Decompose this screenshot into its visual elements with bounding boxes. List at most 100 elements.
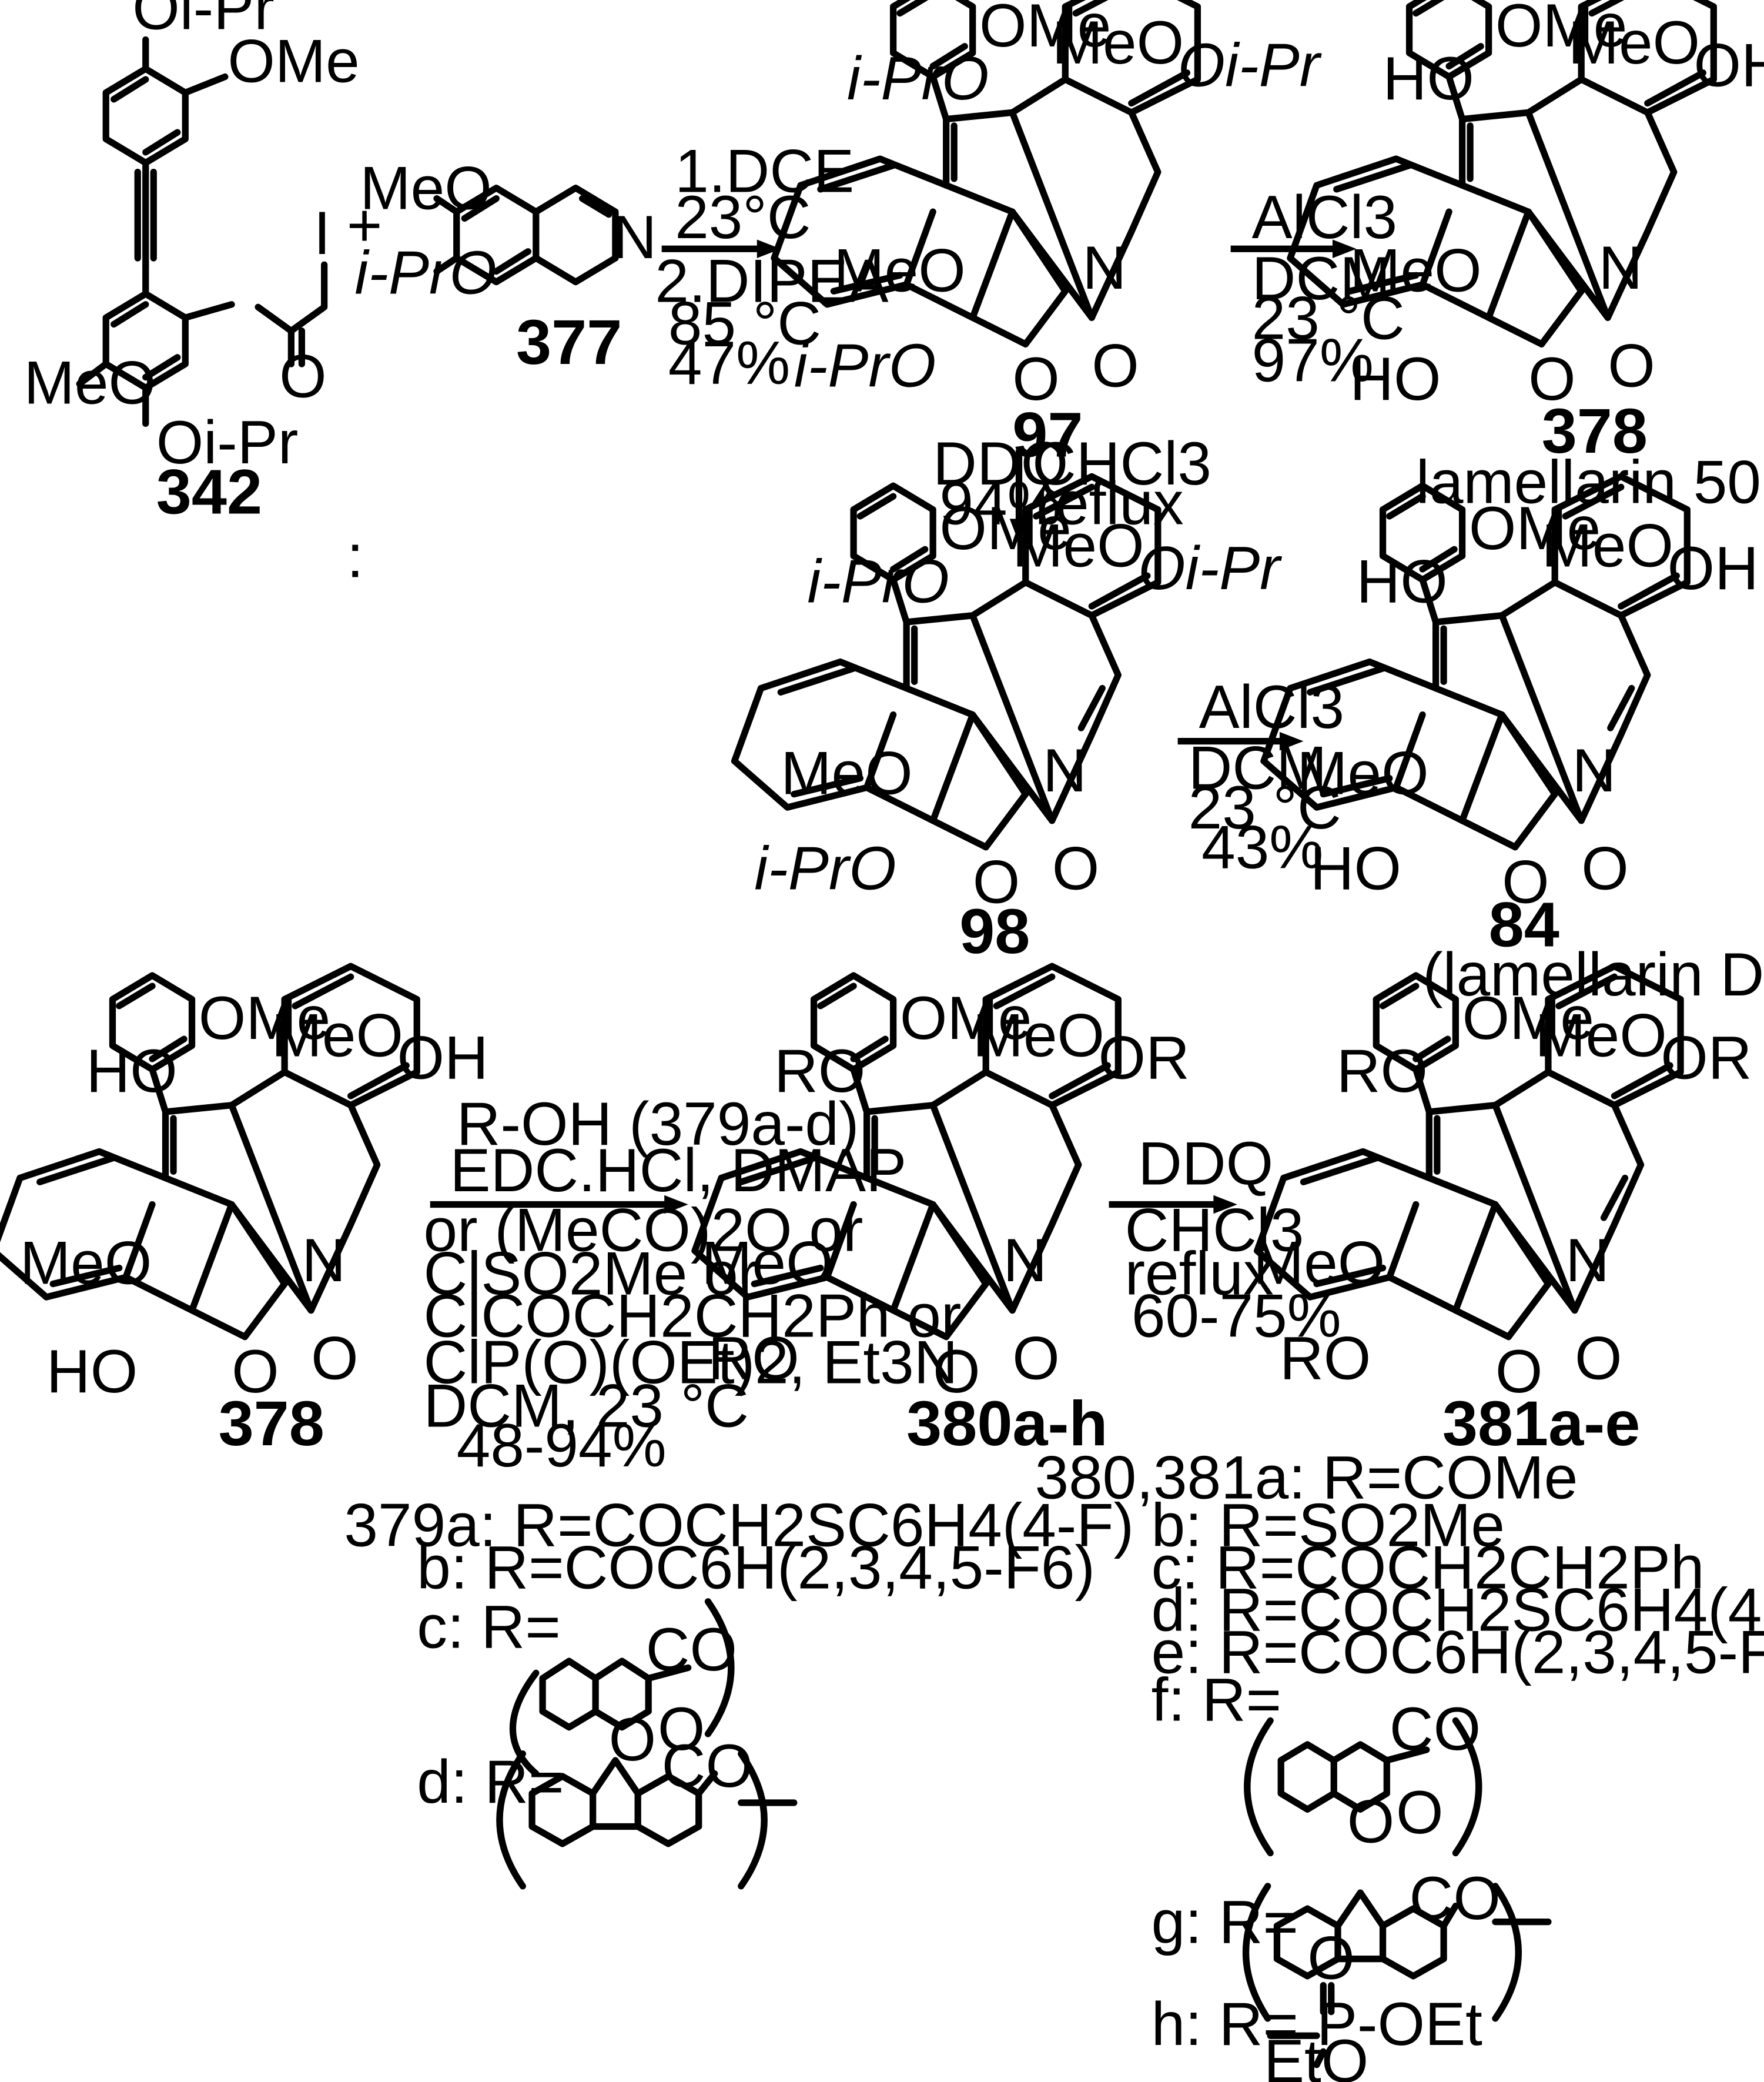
98-ring-o: O	[973, 847, 1020, 915]
97-label: 97	[1012, 399, 1083, 470]
legend380-f-co: CO	[1390, 1695, 1481, 1763]
r2-line1: AlCl3	[1252, 183, 1397, 251]
97-oipr: Oi-Pr	[1178, 31, 1322, 99]
legend380-phosphate-fragment: O P-OEt EtO	[1264, 1923, 1482, 2082]
381-label: 381a-e	[1442, 1388, 1640, 1459]
legend379-coumarin-fragment: CO O O	[509, 1598, 737, 1777]
342-bottom-oipr: Oi-Pr	[156, 408, 299, 476]
legend380-c: c: R=COCH2CH2Ph	[1152, 1533, 1705, 1601]
380-ring-o: O	[933, 1337, 980, 1405]
378-meo-left: MeO	[1350, 236, 1481, 304]
legend379-d: d: R=	[417, 1747, 564, 1816]
84-ring-o: O	[1502, 847, 1549, 915]
377-meo: MeO	[360, 154, 491, 222]
legend380-e: e: R=COC6H(2,3,4,5-F6)	[1152, 1618, 1764, 1686]
98-carbonyl-o: O	[1052, 834, 1100, 903]
380-ome: OMe	[900, 984, 1032, 1052]
r6-line1: DDQ	[1138, 1129, 1273, 1198]
r6-line3: reflux	[1125, 1239, 1274, 1308]
378b-ho-top: HO	[86, 1037, 177, 1105]
legend380-f: f: R=	[1152, 1665, 1282, 1733]
377-label: 377	[516, 306, 622, 377]
378-ho-top: HO	[1383, 44, 1474, 112]
legend379-a: 379a: R=COCH2SC6H4(4-F)	[344, 1491, 1134, 1559]
342-top-oipr: Oi-Pr	[132, 0, 275, 42]
378b-ome: OMe	[199, 984, 330, 1052]
97-meo-left: MeO	[834, 236, 965, 304]
380-meo-left: MeO	[701, 1229, 833, 1297]
378-carbonyl-o: O	[1608, 331, 1655, 399]
legend379-c: c: R=	[417, 1593, 561, 1661]
legend380-d: d: R=COCH2SC6H4(4-F)	[1152, 1575, 1764, 1643]
84-n: N	[1572, 736, 1616, 804]
84-oh: OH	[1668, 534, 1759, 602]
380-carbonyl-o: O	[1012, 1324, 1060, 1392]
stray-colon: :	[347, 522, 364, 590]
97-ipro-top: i-PrO	[847, 44, 989, 112]
r5-line6: ClP(O)(OEt)2, Et3N	[423, 1328, 958, 1396]
98-meo-top: MeO	[1012, 511, 1144, 579]
legend380-h-p: P-OEt	[1317, 1990, 1482, 2058]
plus-sign: +	[347, 191, 382, 259]
84-meo-left: MeO	[1297, 739, 1428, 807]
r4-line1: AlCl3	[1199, 673, 1344, 741]
97-ipro-bottom: i-PrO	[794, 331, 936, 399]
98-meo-left: MeO	[781, 739, 912, 807]
legend380-g-co: CO	[1410, 1864, 1501, 1932]
378b-ho-bottom: HO	[46, 1337, 138, 1405]
compound-98: i-PrO OMe MeO Oi-Pr MeO i-PrO N O O 98	[735, 476, 1282, 967]
98-ipro-top: i-PrO	[807, 547, 949, 615]
legend380-f-o1: O	[1347, 1787, 1395, 1856]
380-ro-top: RO	[774, 1037, 865, 1105]
342-meo: MeO	[24, 349, 156, 417]
97-ome: OMe	[979, 0, 1111, 59]
342-ome: OMe	[227, 27, 359, 95]
97-meo-top: MeO	[1052, 8, 1184, 76]
378b-meo-top: MeO	[272, 1001, 403, 1069]
342-label: 342	[156, 456, 262, 527]
84-ho-top: HO	[1357, 547, 1448, 615]
377-n: N	[612, 203, 657, 271]
r1-line4: 85 °C	[668, 289, 821, 357]
381-meo-top: MeO	[1535, 1001, 1666, 1069]
378-oh: OH	[1694, 31, 1764, 99]
r3-line1: DDQ	[933, 429, 1068, 497]
legend379-fluorene-fragment: CO	[496, 1732, 798, 1890]
r4-line2: DCM	[1189, 734, 1327, 802]
97-ring-o: O	[1012, 345, 1060, 413]
378-ring-o: O	[1528, 345, 1576, 413]
arrow-r4: AlCl3 DCM 23 °C 43%	[1177, 673, 1344, 881]
r5-line7: DCM, 23 °C	[423, 1372, 748, 1440]
compound-377: MeO i-PrO N 377	[354, 154, 657, 377]
compound-342: Oi-Pr OMe MeO Oi-Pr I O 342	[24, 0, 360, 527]
98-oipr: Oi-Pr	[1138, 534, 1282, 602]
380-meo-top: MeO	[973, 1001, 1104, 1069]
98-n: N	[1043, 736, 1087, 804]
380-label: 380a-h	[906, 1388, 1107, 1459]
legend380-h-eto: EtO	[1264, 2027, 1368, 2082]
r3-line2: CHCl3	[1032, 429, 1211, 497]
84-ome: OMe	[1469, 494, 1601, 562]
compound-84: HO OMe MeO OH MeO HO N O O 84 (lamellari…	[1264, 476, 1764, 1008]
380-or: OR	[1099, 1024, 1190, 1092]
378-ome: OMe	[1495, 0, 1627, 59]
378b-meo-left: MeO	[20, 1229, 152, 1297]
legend380-b: b: R=SO2Me	[1152, 1491, 1505, 1559]
r5-line2: EDC.HCl, DMAP	[450, 1136, 907, 1204]
legend380-fluorene-fragment: CO	[1242, 1864, 1552, 2022]
97-n: N	[1083, 233, 1127, 302]
378-n: N	[1598, 233, 1642, 302]
legend380-coumarin-fragment: CO O O	[1244, 1695, 1482, 1857]
compound-380: RO OMe MeO OR MeO RO N O O 380a-h	[695, 966, 1190, 1459]
legend379-c-o2: O	[658, 1695, 705, 1763]
380-ro-bottom: RO	[708, 1324, 799, 1392]
r5-line3: or (MeCO)2O or	[423, 1195, 863, 1264]
r1-line5: 47%	[668, 329, 790, 397]
342-iodo: I	[314, 199, 331, 267]
342-carbonyl-o: O	[279, 342, 327, 410]
381-or: OR	[1661, 1024, 1752, 1092]
84-carbonyl-o: O	[1581, 834, 1629, 903]
legend380-h: h: R=	[1152, 1990, 1298, 2058]
r5-line8: 48-94%	[457, 1411, 667, 1479]
